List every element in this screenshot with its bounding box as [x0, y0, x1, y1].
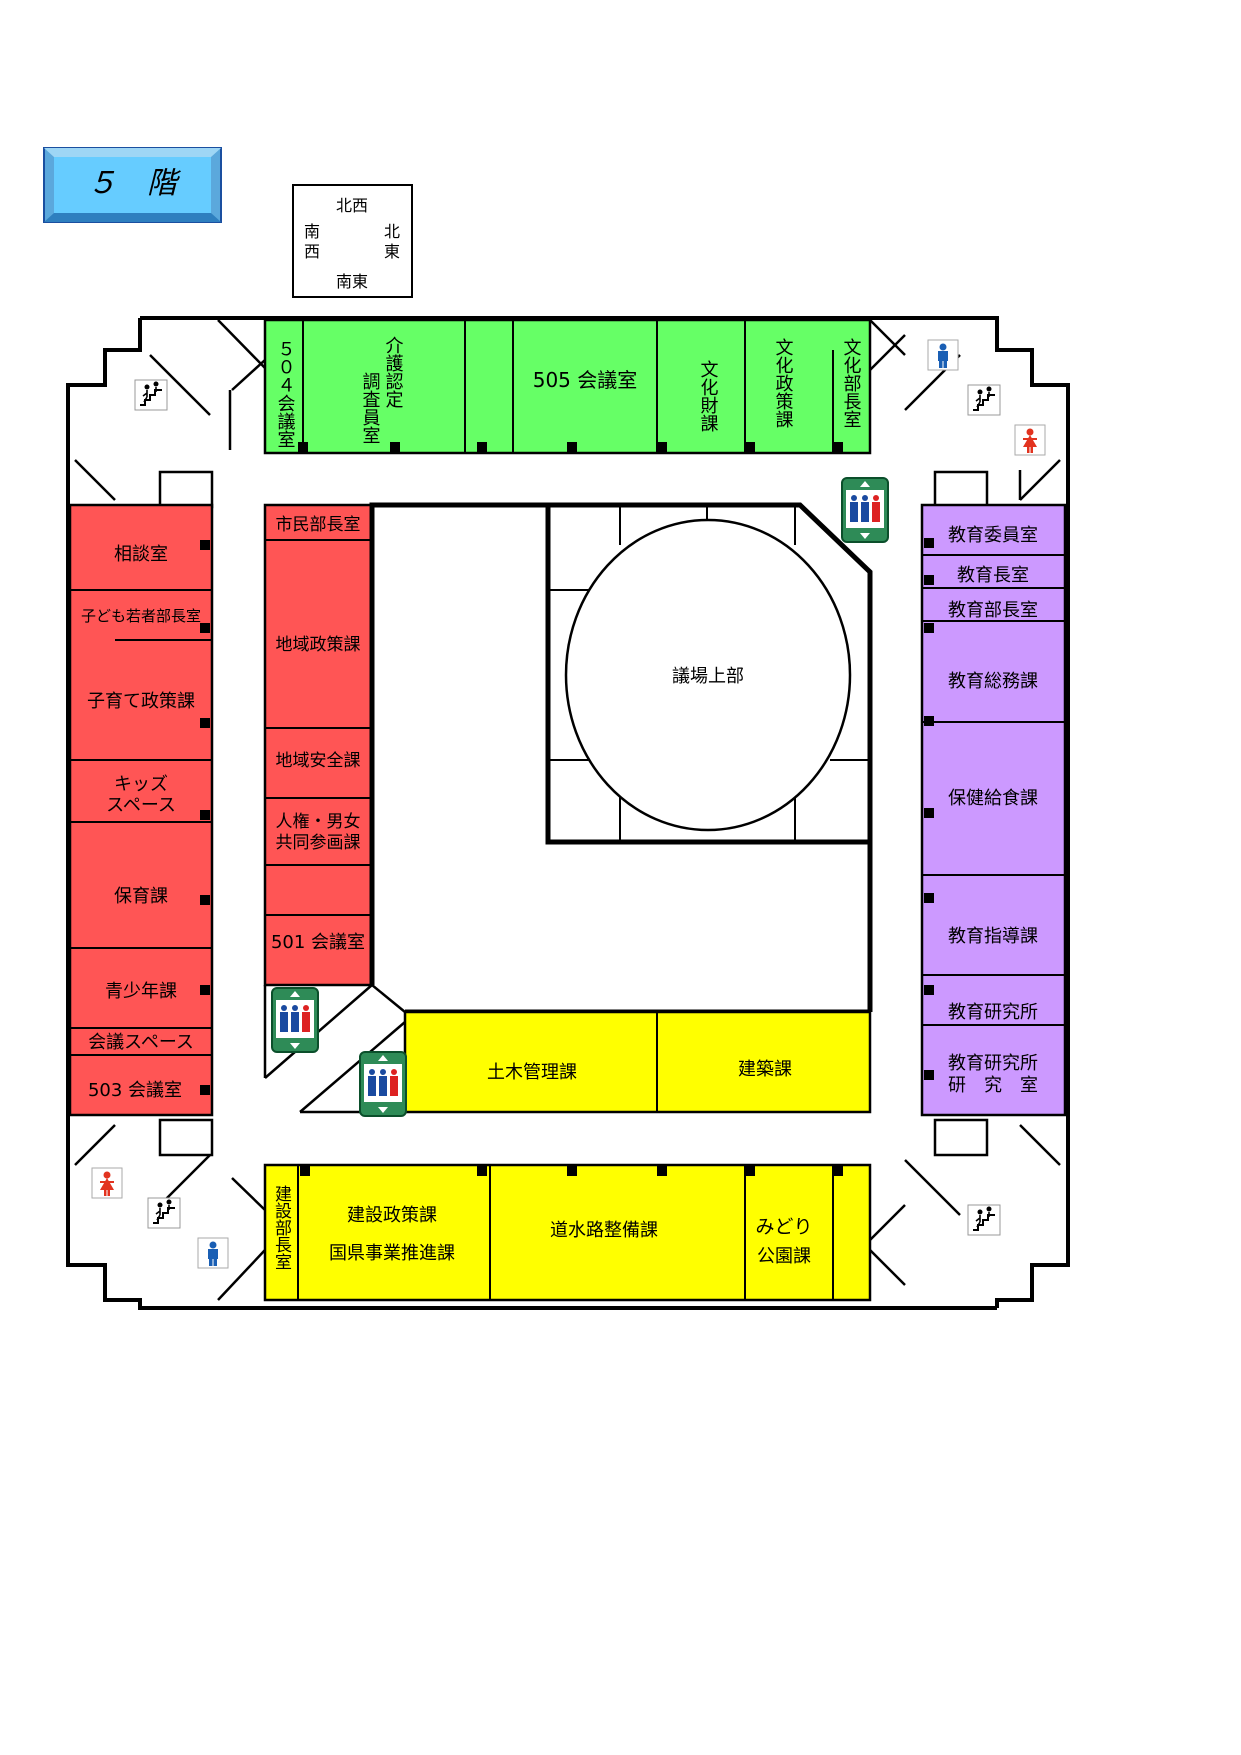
north-wing: ５０４会議室 介護認定 調査員室 505 会議室 文化財課 文化政策課 文化部長…	[263, 318, 872, 455]
room-kyoiku-kenkyu: 教育研究所	[948, 1002, 1038, 1023]
restroom-male-icon	[197, 1237, 229, 1269]
stairs-icon	[147, 1197, 181, 1229]
room-hoiku: 保育課	[114, 886, 168, 907]
room-kyoiku-bucho: 教育部長室	[948, 600, 1038, 621]
floor-title-box: ５ 階	[43, 147, 222, 223]
corner-walls	[74, 319, 1061, 1301]
room-kyoiku-cho: 教育長室	[957, 565, 1029, 586]
room-kyoiku-shido: 教育指導課	[948, 926, 1038, 947]
restroom-female-icon	[1014, 424, 1046, 456]
room-505-conference: 505 会議室	[533, 368, 638, 392]
room-midori-line1: みどり	[755, 1216, 812, 1238]
stairs-icon	[967, 384, 1001, 416]
stairs-icon	[967, 1204, 1001, 1236]
room-doboku: 土木管理課	[487, 1062, 577, 1083]
room-jinken-line1: 人権・男女	[276, 812, 361, 832]
room-gijo: 議場上部	[672, 666, 744, 687]
stairs-icon	[134, 379, 168, 411]
inner-south-wing: 土木管理課 建築課	[403, 1010, 872, 1114]
compass-right-top: 北	[384, 222, 400, 241]
room-bunka-bucho: 文化部長室	[841, 338, 862, 428]
room-sodan: 相談室	[114, 544, 168, 565]
room-kyoiku-somu: 教育総務課	[948, 671, 1038, 692]
room-midori-line2: 公園課	[757, 1246, 811, 1267]
room-503-conference: 503 会議室	[88, 1080, 182, 1101]
room-kodomo-bucho: 子ども若者部長室	[81, 607, 201, 625]
assembly-hall: 議場上部	[545, 505, 870, 845]
room-kids-line2: スペース	[106, 795, 176, 816]
floor-title: ５ 階	[87, 166, 181, 201]
compass-right-bottom: 東	[384, 242, 400, 261]
compass: 北西 南 西 北 東 南東	[292, 184, 413, 298]
elevator-icon	[271, 987, 319, 1053]
room-kaigo-line1: 介護認定	[383, 336, 404, 408]
room-chiiki-anzen: 地域安全課	[276, 751, 361, 771]
room-504-conference: ５０４会議室	[275, 340, 296, 448]
restroom-female-icon	[91, 1167, 123, 1199]
compass-left-top: 南	[304, 222, 320, 241]
room-bunka-seisaku: 文化政策課	[773, 338, 794, 428]
room-501-conference: 501 会議室	[271, 932, 365, 953]
elevator-icon	[359, 1051, 407, 1117]
building-walls	[66, 316, 1070, 1310]
compass-bottom: 南東	[336, 272, 368, 291]
compass-top: 北西	[336, 196, 368, 215]
south-wing: 建設部長室 建設政策課 国県事業推進課 道水路整備課 みどり 公園課	[263, 1163, 872, 1302]
room-kids-line1: キッズ	[114, 774, 168, 795]
room-kenchiku: 建築課	[738, 1059, 792, 1080]
room-hoken-kyushoku: 保健給食課	[948, 788, 1038, 809]
room-kaigo-line2: 調査員室	[360, 372, 381, 444]
room-jinken-line2: 共同参画課	[276, 833, 361, 853]
room-kosodate: 子育て政策課	[87, 691, 195, 712]
room-kensetsu-bucho: 建設部長室	[271, 1185, 292, 1270]
room-bunkazai: 文化財課	[698, 360, 719, 432]
room-kaigi-space: 会議スペース	[88, 1032, 194, 1053]
room-shimin-bucho: 市民部長室	[276, 515, 361, 535]
compass-left-bottom: 西	[304, 242, 320, 261]
east-wing: 教育委員室 教育長室 教育部長室 教育総務課 保健給食課 教育指導課 教育研究所…	[920, 503, 1067, 1117]
west-wing: 相談室 子ども若者部長室 子育て政策課 キッズ スペース 保育課 青少年課 会議…	[68, 503, 214, 1117]
room-kensetsu-seisaku: 建設政策課	[347, 1205, 437, 1226]
room-chiiki-seisaku: 地域政策課	[276, 635, 361, 655]
inner-west-wing: 市民部長室 地域政策課 地域安全課 人権・男女 共同参画課 501 会議室	[263, 503, 374, 987]
restroom-male-icon	[927, 339, 959, 371]
elevator-icon	[841, 477, 889, 543]
room-kyoiku-kenkyu-room-line2: 研 究 室	[948, 1075, 1038, 1096]
room-dosuiro: 道水路整備課	[550, 1220, 658, 1241]
room-kyoiku-kenkyu-room-line1: 教育研究所	[948, 1053, 1038, 1074]
room-kyoiku-iin: 教育委員室	[948, 525, 1038, 546]
room-kokken: 国県事業推進課	[329, 1243, 455, 1264]
room-seishonen: 青少年課	[105, 981, 177, 1002]
